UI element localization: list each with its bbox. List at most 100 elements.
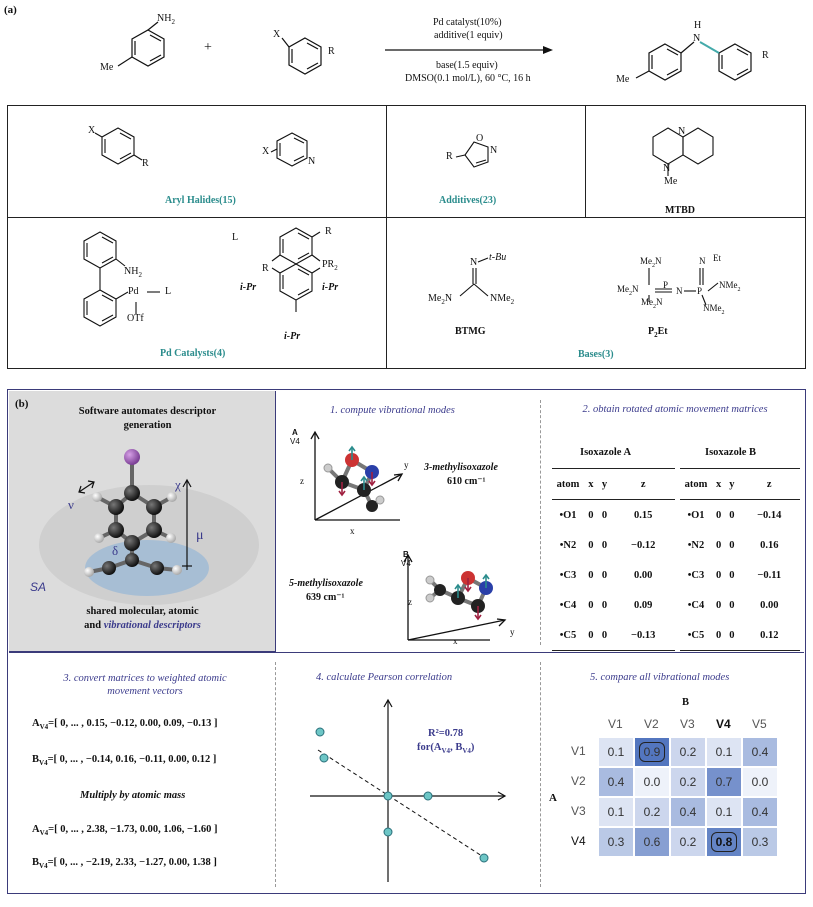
isoxazole-o-label: O bbox=[476, 133, 484, 144]
arrow-condition-2: additive(1 equiv) bbox=[434, 30, 503, 41]
mol-b-axis-z: z bbox=[408, 597, 412, 607]
btmg-tbu-label: t-Bu bbox=[489, 252, 507, 263]
heatmap-cell: 0.9 bbox=[634, 737, 670, 767]
heatmap-cell: 0.2 bbox=[634, 797, 670, 827]
isoxazole-r-label: R bbox=[446, 151, 453, 162]
pd-l-label: L bbox=[165, 286, 172, 297]
heatmap-col-label: V4 bbox=[716, 717, 731, 731]
mtbd-me-label: Me bbox=[664, 176, 678, 187]
software-title: Software automates descriptor generation bbox=[78, 406, 217, 431]
p2et-me2n-3: Me2N bbox=[641, 297, 663, 310]
btmg-n-label: N bbox=[470, 257, 478, 268]
product-h: H bbox=[694, 20, 702, 31]
p2et-me2n-2: Me2N bbox=[617, 284, 639, 297]
heatmap-cell: 0.2 bbox=[670, 737, 706, 767]
reactant2-r: R bbox=[328, 46, 335, 57]
heatmap-row-label: V1 bbox=[571, 744, 586, 758]
step5-title: 5. compare all vibrational modes bbox=[590, 672, 730, 683]
heatmap-col-label: V3 bbox=[680, 717, 695, 731]
mol-a-label: A bbox=[292, 428, 298, 437]
reactant2-x: X bbox=[273, 29, 281, 40]
ligand-l-label: L bbox=[232, 232, 239, 243]
pd-catalysts-title: Pd Catalysts(4) bbox=[160, 348, 226, 359]
heatmap-cell: 0.1 bbox=[598, 737, 634, 767]
aryl-r-label: R bbox=[142, 158, 149, 169]
additives-title: Additives(23) bbox=[439, 195, 497, 206]
separator-h bbox=[9, 652, 804, 653]
vector-b-v4: BV4=[ 0, ... , −0.14, 0.16, −0.11, 0.00,… bbox=[32, 754, 217, 768]
p2et-n-label: N bbox=[699, 256, 706, 266]
heatmap-cell: 0.0 bbox=[634, 767, 670, 797]
separator-v2 bbox=[275, 662, 276, 887]
p2et-et-label: Et bbox=[713, 253, 721, 263]
p2et-title: P2Et bbox=[648, 326, 668, 339]
p2et-p2-label: P bbox=[697, 286, 703, 296]
r2-value: R²=0.78 bbox=[428, 728, 464, 739]
product-r: R bbox=[762, 50, 769, 61]
vector-a-v4: AV4=[ 0, ... , 0.15, −0.12, 0.00, 0.09, … bbox=[32, 718, 218, 732]
btmg-me2n-label: Me2N bbox=[428, 293, 453, 306]
heatmap-cell: 0.2 bbox=[670, 767, 706, 797]
arrow-condition-1: Pd catalyst(10%) bbox=[433, 17, 502, 28]
reagent-structures bbox=[83, 127, 719, 327]
mol-a-freq: 610 cm⁻¹ bbox=[447, 476, 486, 487]
p2et-n2-label: N bbox=[676, 286, 683, 296]
heatmap-cell: 0.1 bbox=[706, 797, 742, 827]
ligand-pr2-label: PR2 bbox=[322, 259, 338, 272]
mol-b-label: B bbox=[403, 550, 409, 559]
pearson-plot bbox=[310, 698, 507, 882]
heatmap-col-label: V1 bbox=[608, 717, 623, 731]
arrow-condition-4: DMSO(0.1 mol/L), 60 °C, 16 h bbox=[405, 73, 531, 84]
heatmap-row-label: V4 bbox=[571, 834, 586, 848]
heatmap-col-label: V2 bbox=[644, 717, 659, 731]
vib-mode-a bbox=[310, 430, 507, 641]
mol-a-name: 3-methylisoxazole bbox=[424, 462, 498, 473]
mtbd-n1-label: N bbox=[678, 126, 686, 137]
pd-otf-label: OTf bbox=[127, 313, 144, 324]
heatmap-cell: 0.4 bbox=[742, 797, 778, 827]
mol-b-axis-x: x bbox=[453, 636, 458, 646]
step4-title: 4. calculate Pearson correlation bbox=[316, 672, 453, 683]
pyridine-n-label: N bbox=[308, 156, 316, 167]
panel-b-frame bbox=[7, 389, 806, 894]
heatmap-col-label: V5 bbox=[752, 717, 767, 731]
heatmap-cell: 0.4 bbox=[598, 767, 634, 797]
descriptor-molecule bbox=[39, 449, 259, 605]
bases-box bbox=[386, 217, 806, 369]
mol-b-freq: 639 cm⁻¹ bbox=[306, 592, 345, 603]
vector-b-weighted: BV4=[ 0, ... , −2.19, 2.33, −1.27, 0.00,… bbox=[32, 857, 217, 871]
heatmap-row-label: V3 bbox=[571, 804, 586, 818]
r2-for: for(AV4, BV4) bbox=[417, 742, 475, 756]
mu-symbol: μ bbox=[196, 528, 204, 543]
vector-a-weighted: AV4=[ 0, ... , 2.38, −1.73, 0.00, 1.06, … bbox=[32, 824, 218, 838]
p2et-me2n-1: Me2N bbox=[640, 256, 662, 269]
panel-a-label: (a) bbox=[4, 4, 17, 16]
delta-symbol: δ bbox=[112, 543, 119, 558]
pyridine-x-label: X bbox=[262, 146, 270, 157]
heatmap-cell: 0.4 bbox=[742, 737, 778, 767]
mol-a-v4: V4 bbox=[290, 437, 300, 446]
ligand-ipr-right: i-Pr bbox=[322, 282, 339, 293]
mol-a-axis-y: y bbox=[404, 460, 409, 470]
separator-v1 bbox=[540, 400, 541, 645]
p2et-nme2-2: NMe2 bbox=[703, 303, 725, 316]
nu-symbol: ν bbox=[68, 497, 74, 512]
mol-b-axis-y: y bbox=[510, 627, 515, 637]
heatmap-row-label: V2 bbox=[571, 774, 586, 788]
step1-title: 1. compute vibrational modes bbox=[330, 405, 455, 416]
heatmap-cell: 0.6 bbox=[634, 827, 670, 857]
shared-descriptors: shared molecular, atomic and vibrational… bbox=[84, 606, 201, 631]
isoxazole-n-label: N bbox=[490, 145, 498, 156]
iso-a-title: Isoxazole A bbox=[580, 447, 632, 458]
ligand-r2-label: R bbox=[262, 263, 269, 274]
heatmap-cell: 0.8 bbox=[706, 827, 742, 857]
